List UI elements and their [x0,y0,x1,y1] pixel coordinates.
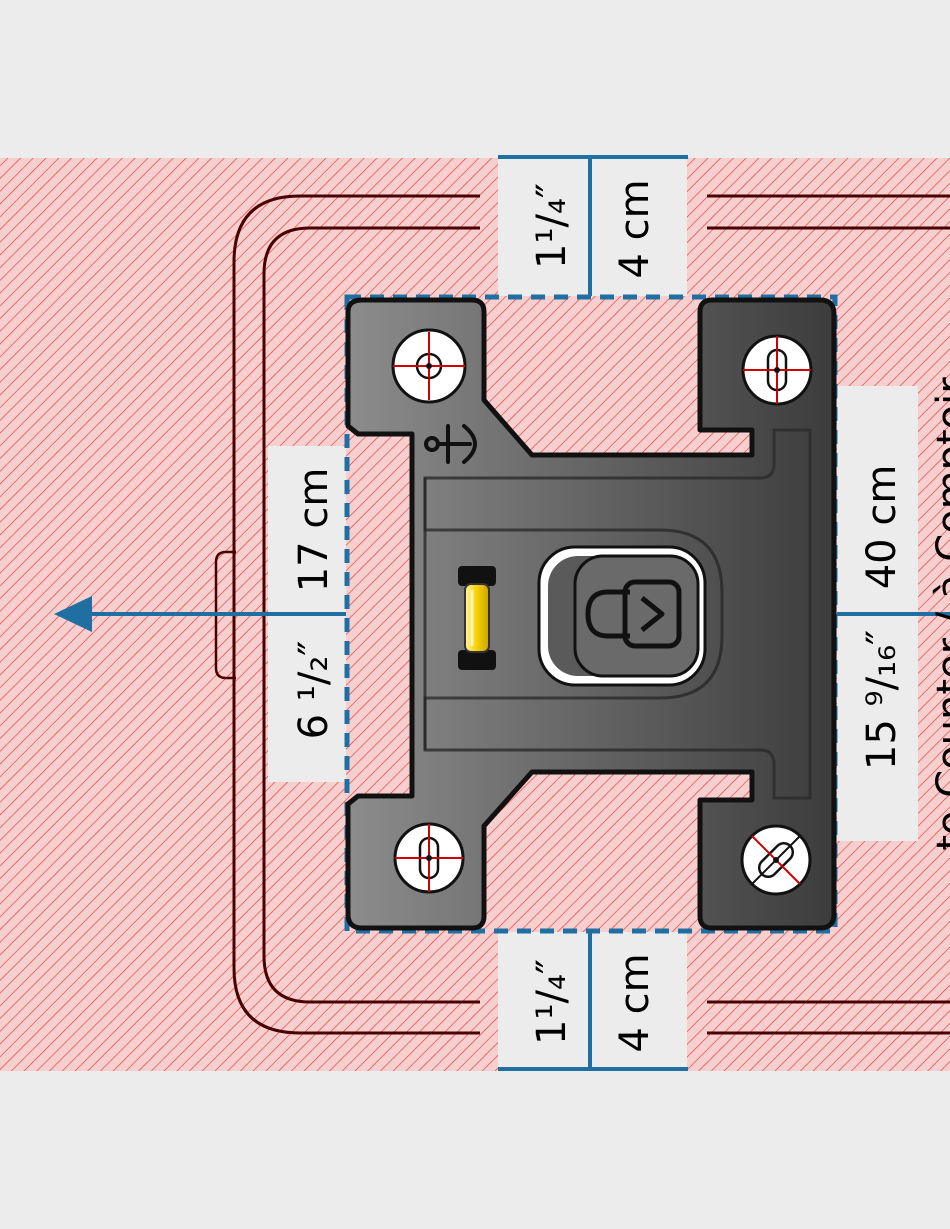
dim-top-metric: 4 cm [612,179,658,278]
screw-hole-bottom-right [742,826,810,894]
left-dimension: 17 cm 6 ¹/₂″ [268,446,346,782]
dim-bottom-metric: 4 cm [612,953,658,1052]
bottom-dimension: 1¹/₄″ 4 cm [498,932,688,1070]
dim-left-metric: 17 cm [291,468,337,593]
side-label: to Counter / à Comptoir [929,377,950,851]
screw-hole-top-right [743,336,811,404]
dim-left-imperial: 6 ¹/₂″ [291,641,337,740]
lock-icon [539,547,705,685]
dim-right-metric: 40 cm [859,465,905,590]
dim-right-imperial: 15 ⁹/₁₆″ [859,630,905,770]
dim-top-imperial: 1¹/₄″ [529,183,575,269]
dim-bottom-imperial: 1¹/₄″ [529,959,575,1045]
screw-hole-bottom-left [395,824,463,892]
screw-hole-top-left [393,330,465,402]
top-dimension: 1¹/₄″ 4 cm [498,157,688,296]
